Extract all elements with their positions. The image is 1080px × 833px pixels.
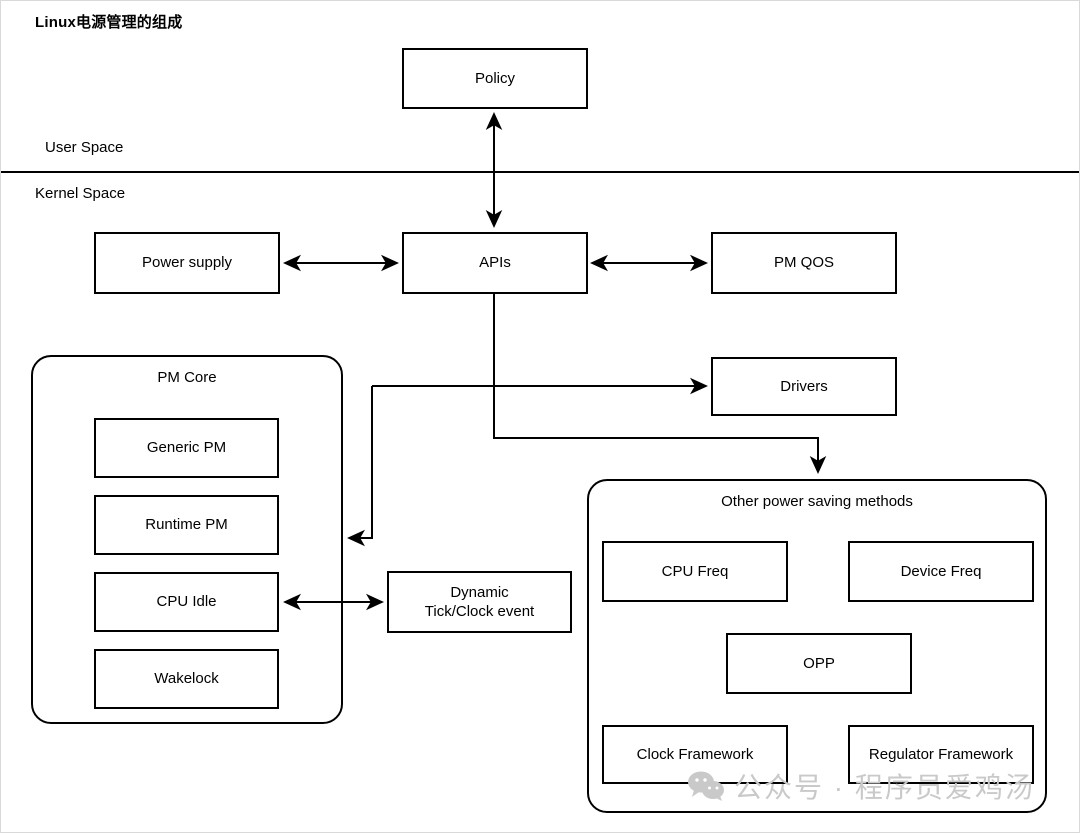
zone-label-user-space: User Space (45, 139, 124, 156)
node-wakelock[interactable]: Wakelock (94, 649, 279, 709)
node-power-supply[interactable]: Power supply (94, 232, 280, 294)
node-runtime-pm[interactable]: Runtime PM (94, 495, 279, 555)
node-drivers[interactable]: Drivers (711, 357, 897, 416)
node-clock-framework[interactable]: Clock Framework (602, 725, 788, 784)
node-cpu-freq[interactable]: CPU Freq (602, 541, 788, 602)
page-title: Linux电源管理的组成 (35, 14, 183, 31)
edge-to-pm-core (347, 386, 373, 547)
node-generic-pm[interactable]: Generic PM (94, 418, 279, 478)
node-policy[interactable]: Policy (402, 48, 588, 109)
dynamic-tick-line-2: Tick/Clock event (424, 603, 535, 620)
node-opp[interactable]: OPP (726, 633, 912, 694)
node-pm-qos[interactable]: PM QOS (711, 232, 897, 294)
group-pm-core-title: PM Core (157, 369, 217, 386)
node-dynamic-tick-clock-event[interactable]: Dynamic Tick/Clock event (387, 571, 572, 633)
node-apis[interactable]: APIs (402, 232, 588, 294)
node-cpu-idle[interactable]: CPU Idle (94, 572, 279, 632)
group-other-power-saving-title: Other power saving methods (721, 493, 913, 510)
space-divider (1, 171, 1079, 173)
dynamic-tick-line-1: Dynamic (450, 583, 509, 601)
node-regulator-framework[interactable]: Regulator Framework (848, 725, 1034, 784)
node-device-freq[interactable]: Device Freq (848, 541, 1034, 602)
zone-label-kernel-space: Kernel Space (35, 185, 126, 202)
